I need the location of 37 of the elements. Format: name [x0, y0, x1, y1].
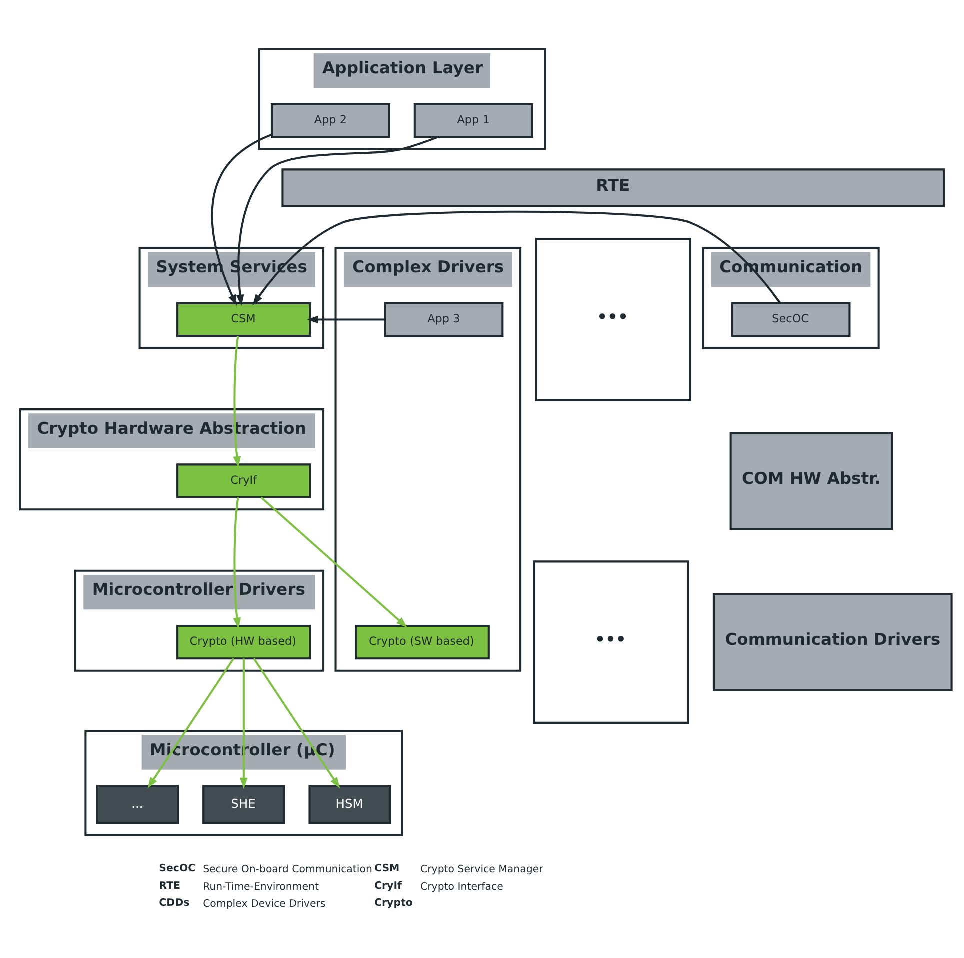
node-box: CryIf	[176, 463, 312, 498]
label: Complex Device Drivers	[203, 898, 326, 910]
arrow	[233, 336, 242, 468]
node-box: SHE	[202, 784, 286, 824]
arrow	[211, 133, 272, 306]
arrow	[253, 658, 340, 788]
node-box: CSM	[176, 302, 312, 337]
node-box: COM HW Abstr.	[730, 432, 894, 530]
label: RTE	[159, 880, 180, 892]
node-box: App 3	[384, 302, 504, 337]
node-box: Communication Drivers	[712, 592, 953, 691]
arrow	[148, 658, 235, 788]
label: Crypto Service Manager	[420, 864, 544, 875]
node-box: Crypto (SW based)	[355, 624, 490, 660]
node-box: App 1	[414, 102, 534, 138]
node-box: Crypto (HW based)	[176, 624, 312, 660]
node-box: SecOC	[731, 302, 851, 337]
node-box: •••	[535, 238, 692, 401]
label: CSM	[374, 862, 400, 874]
arrow	[307, 315, 386, 324]
node-box: HSM	[308, 784, 392, 824]
arrow	[233, 496, 242, 628]
node-box: App 2	[270, 102, 390, 138]
node-box: •••	[533, 560, 690, 724]
node-box: ...	[96, 784, 180, 824]
label: Run-Time-Environment	[203, 881, 320, 892]
arrow	[240, 658, 248, 789]
label: Secure On-board Communication	[203, 864, 372, 875]
arrow	[260, 496, 408, 628]
node-box: RTE	[282, 168, 946, 207]
label: SecOC	[159, 862, 196, 874]
label: Crypto	[374, 898, 413, 909]
arrow	[236, 136, 438, 306]
arrow	[252, 210, 781, 306]
label: CDDs	[159, 898, 190, 909]
label: Crypto Interface	[420, 881, 504, 892]
label: CryIf	[374, 880, 402, 892]
